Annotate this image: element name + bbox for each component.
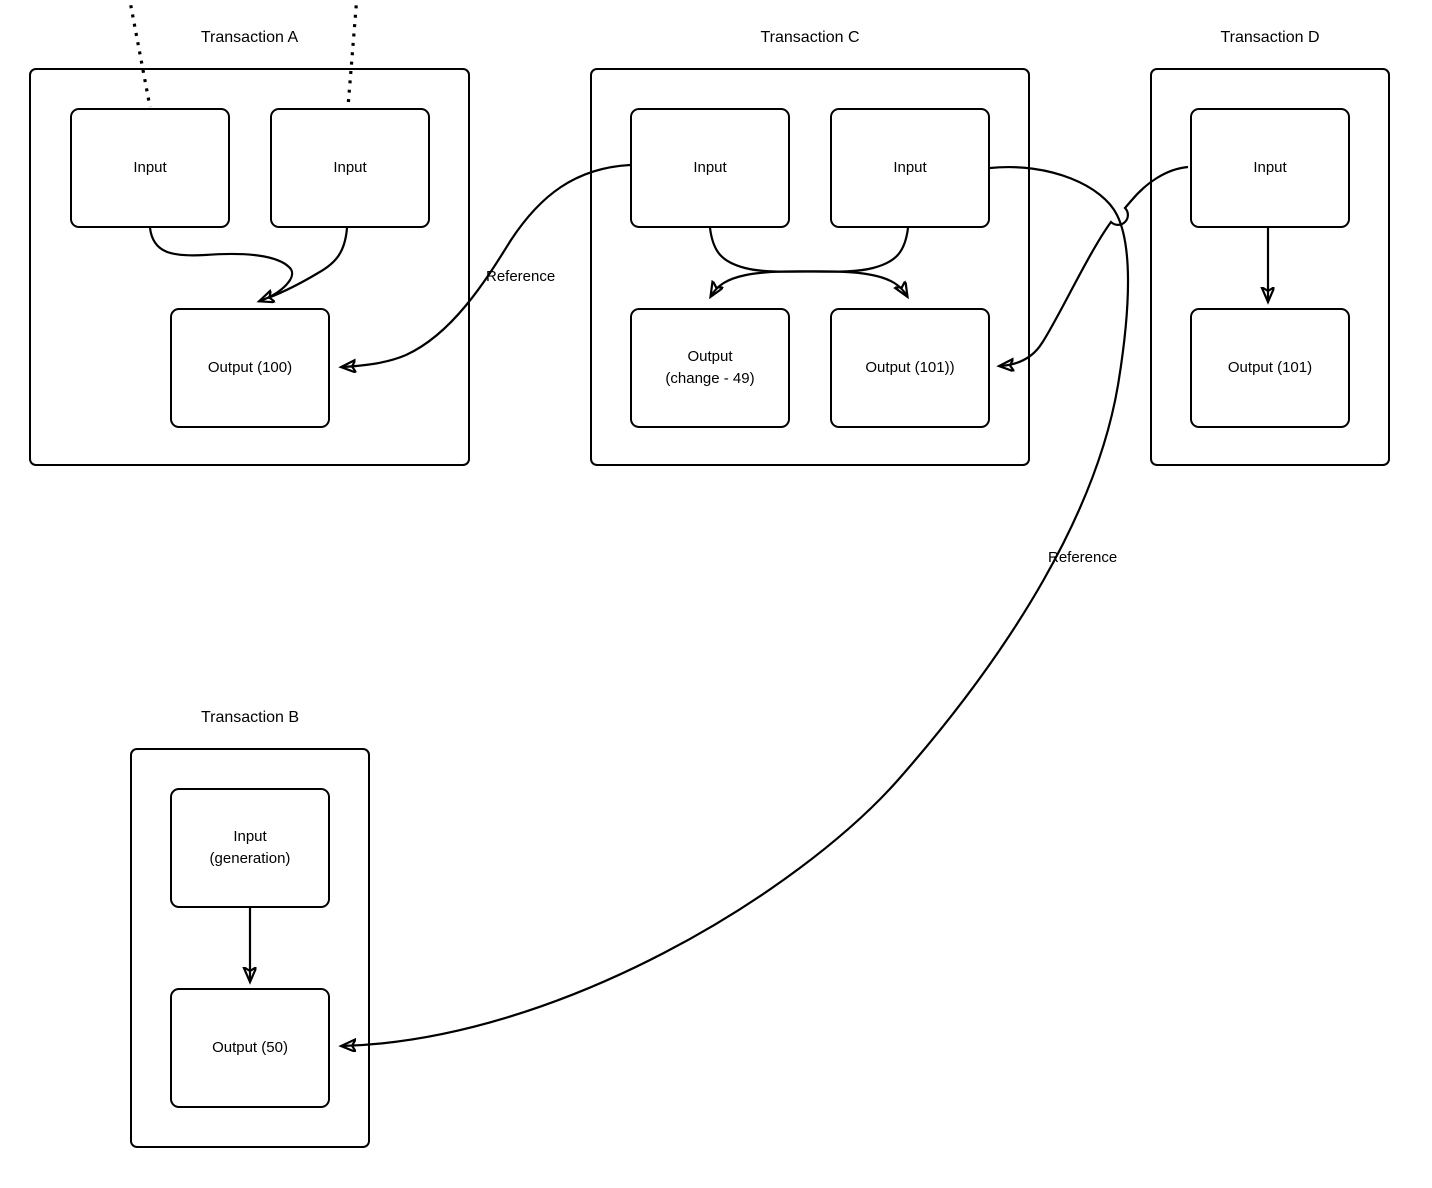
transaction-c-title: Transaction C — [760, 29, 860, 46]
transaction-a-input1-label: Input — [133, 159, 167, 177]
transaction-d-output-label: Output (101) — [1227, 359, 1313, 377]
transaction-d-input-box: Input — [1190, 108, 1350, 228]
transaction-c-output-101-box: Output (101)) — [830, 308, 990, 428]
transaction-c-input2-box: Input — [830, 108, 990, 228]
transaction-b-input-line2: (generation) — [209, 850, 291, 867]
transaction-b-title: Transaction B — [200, 709, 300, 726]
transaction-b-input-line1: Input — [233, 828, 267, 846]
transaction-c-input2-label: Input — [893, 159, 927, 177]
reference-label-c-to-a: Reference — [486, 268, 556, 285]
transaction-b-output-label: Output (50) — [212, 1039, 288, 1057]
transaction-a-input1-box: Input — [70, 108, 230, 228]
transaction-d-title: Transaction D — [1220, 29, 1320, 46]
transaction-a-title: Transaction A — [200, 29, 299, 46]
transaction-c-output-change-line1: Output — [687, 348, 733, 366]
transaction-b-output-box: Output (50) — [170, 988, 330, 1108]
transaction-a-output-label: Output (100) — [207, 359, 293, 377]
transaction-a-input2-box: Input — [270, 108, 430, 228]
transaction-b-input-box: Input (generation) — [170, 788, 330, 908]
transaction-d-output-box: Output (101) — [1190, 308, 1350, 428]
transaction-c-output-101-label: Output (101)) — [865, 359, 955, 377]
transaction-d-input-label: Input — [1253, 159, 1287, 177]
transaction-c-input1-label: Input — [693, 159, 727, 177]
transaction-a-input2-label: Input — [333, 159, 367, 177]
transaction-c-input1-box: Input — [630, 108, 790, 228]
transaction-c-output-change-line2: (change - 49) — [665, 370, 755, 387]
transaction-c-output-change-box: Output (change - 49) — [630, 308, 790, 428]
transaction-a-output-box: Output (100) — [170, 308, 330, 428]
reference-label-c-to-b: Reference — [1048, 549, 1118, 566]
